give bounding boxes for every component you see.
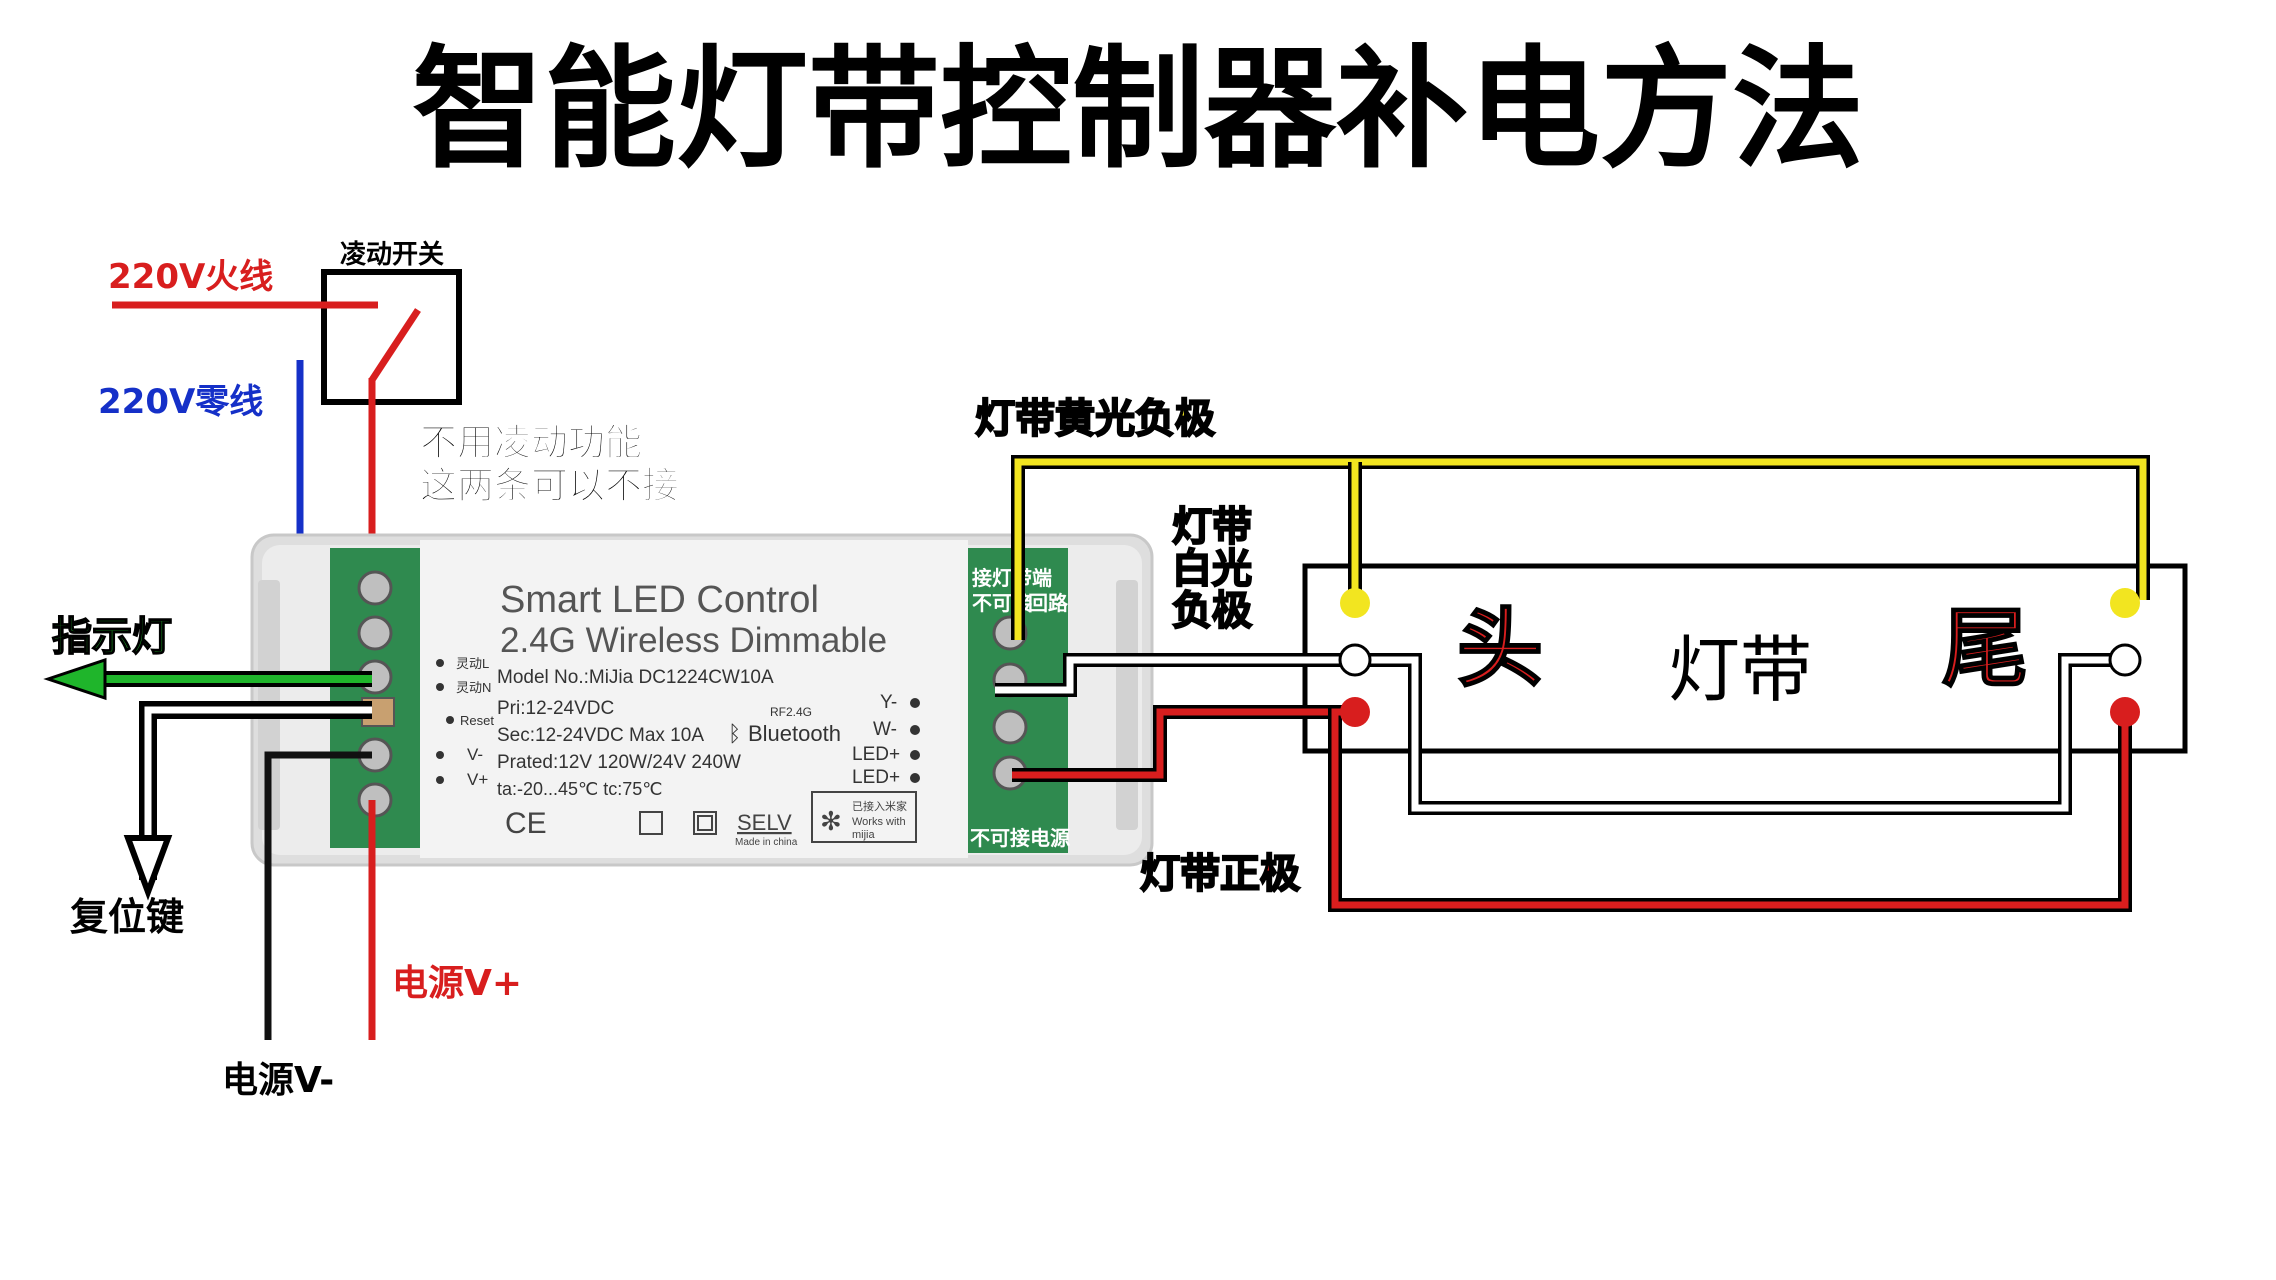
led-strip: 头 灯带 尾 — [1302, 563, 2188, 754]
controller-model: Model No.:MiJia DC1224CW10A — [497, 667, 774, 688]
controller-subtitle: 2.4G Wireless Dimmable — [500, 621, 887, 660]
controller-prated: Prated:12V 120W/24V 240W — [497, 752, 741, 773]
power-neg-wire — [264, 751, 372, 1040]
svg-text:V+: V+ — [467, 770, 488, 789]
wall-switch: 凌动开关 — [321, 240, 462, 405]
indicator-label: 指示灯 — [52, 614, 172, 660]
left-pin-labels: 灵动L 灵动N Reset V- V+ — [436, 656, 494, 789]
controller-title: Smart LED Control — [500, 579, 819, 621]
svg-text:灵动N: 灵动N — [456, 680, 491, 695]
note-line-2: 这两条可以不接 — [420, 464, 679, 507]
made-in: Made in china — [735, 837, 798, 848]
switch-lever — [369, 308, 421, 382]
terminal-warning-3: 回路 — [1028, 591, 1069, 615]
positive-label: 灯带正极 — [1140, 851, 1300, 897]
strip-head-white-terminal — [1338, 643, 1372, 677]
svg-text:LED+: LED+ — [852, 767, 900, 788]
svg-text:灯带: 灯带 — [1172, 504, 1252, 550]
svg-text:灵动L: 灵动L — [456, 656, 489, 671]
yellow-neg-wire — [1014, 458, 2147, 640]
bluetooth-label: Bluetooth — [748, 721, 841, 746]
strip-head-yellow-terminal — [1340, 588, 1370, 618]
selv-mark: SELV — [737, 810, 792, 835]
bluetooth-icon: ᛒ — [728, 722, 741, 747]
strip-tail-red-terminal — [2110, 697, 2140, 727]
svg-text:已接入米家: 已接入米家 — [852, 799, 907, 813]
positive-wire — [1012, 708, 1355, 779]
zero-wire-label: 220V零线 — [98, 382, 263, 422]
svg-text:LED+: LED+ — [852, 744, 900, 765]
svg-text:Y-: Y- — [880, 692, 897, 713]
terminal-warning-4: 不可接电源 — [970, 826, 1070, 850]
optional-note: 不用凌动功能 这两条可以不接 — [420, 421, 680, 508]
power-pos-label: 电源V+ — [392, 963, 522, 1004]
reset-wire — [144, 706, 372, 880]
indicator-arrow-icon — [43, 657, 107, 701]
left-terminal-block — [330, 548, 420, 848]
reset-arrow-icon — [123, 835, 173, 901]
svg-text:W-: W- — [873, 719, 897, 740]
reset-label: 复位键 — [70, 895, 184, 939]
right-pin-labels: Y- W- LED+ LED+ — [852, 692, 920, 788]
controller-sec: Sec:12-24VDC Max 10A — [497, 725, 704, 746]
power-neg-label: 电源V- — [222, 1060, 334, 1101]
strip-tail-white-terminal — [2108, 643, 2142, 677]
controller-pri: Pri:12-24VDC — [497, 698, 614, 719]
strip-tail-yellow-terminal — [2110, 588, 2140, 618]
yellow-neg-label: 灯带黄光负极 — [975, 396, 1215, 442]
controller-ta: ta:-20...45℃ tc:75℃ — [497, 779, 663, 799]
page-title: 智能灯带控制器补电方法 — [412, 33, 1864, 187]
strip-head-label: 头 — [1457, 599, 1543, 699]
strip-name-label: 灯带 — [1668, 628, 1812, 712]
svg-text:V-: V- — [467, 745, 483, 764]
led-controller: 接灯带端 不可接 回路 不可接电源 Smart LED Control 2.4G… — [250, 533, 1154, 867]
rf-badge: RF2.4G — [770, 705, 812, 719]
housing-ribs-right — [1116, 580, 1138, 830]
svg-text:Reset: Reset — [460, 713, 494, 728]
switch-label: 凌动开关 — [340, 240, 444, 270]
svg-text:CE: CE — [505, 807, 547, 840]
svg-text:Works with: Works with — [852, 816, 906, 828]
strip-tail-label: 尾 — [1942, 599, 2028, 699]
fire-wire-label: 220V火线 — [108, 257, 273, 297]
mijia-icon: ✻ — [820, 807, 842, 837]
white-neg-wire — [995, 656, 2125, 812]
svg-text:白光: 白光 — [1172, 546, 1252, 592]
svg-text:负极: 负极 — [1172, 588, 1252, 634]
note-line-1: 不用凌动功能 — [420, 421, 642, 464]
svg-text:mijia: mijia — [852, 829, 875, 841]
white-neg-label: 灯带 白光 负极 — [1171, 503, 1253, 635]
controller-label-sticker — [420, 540, 968, 858]
mijia-badge: 已接入米家 Works with mijia ✻ — [811, 791, 917, 843]
strip-head-red-terminal — [1340, 697, 1370, 727]
certification-marks: CE — [505, 807, 717, 840]
